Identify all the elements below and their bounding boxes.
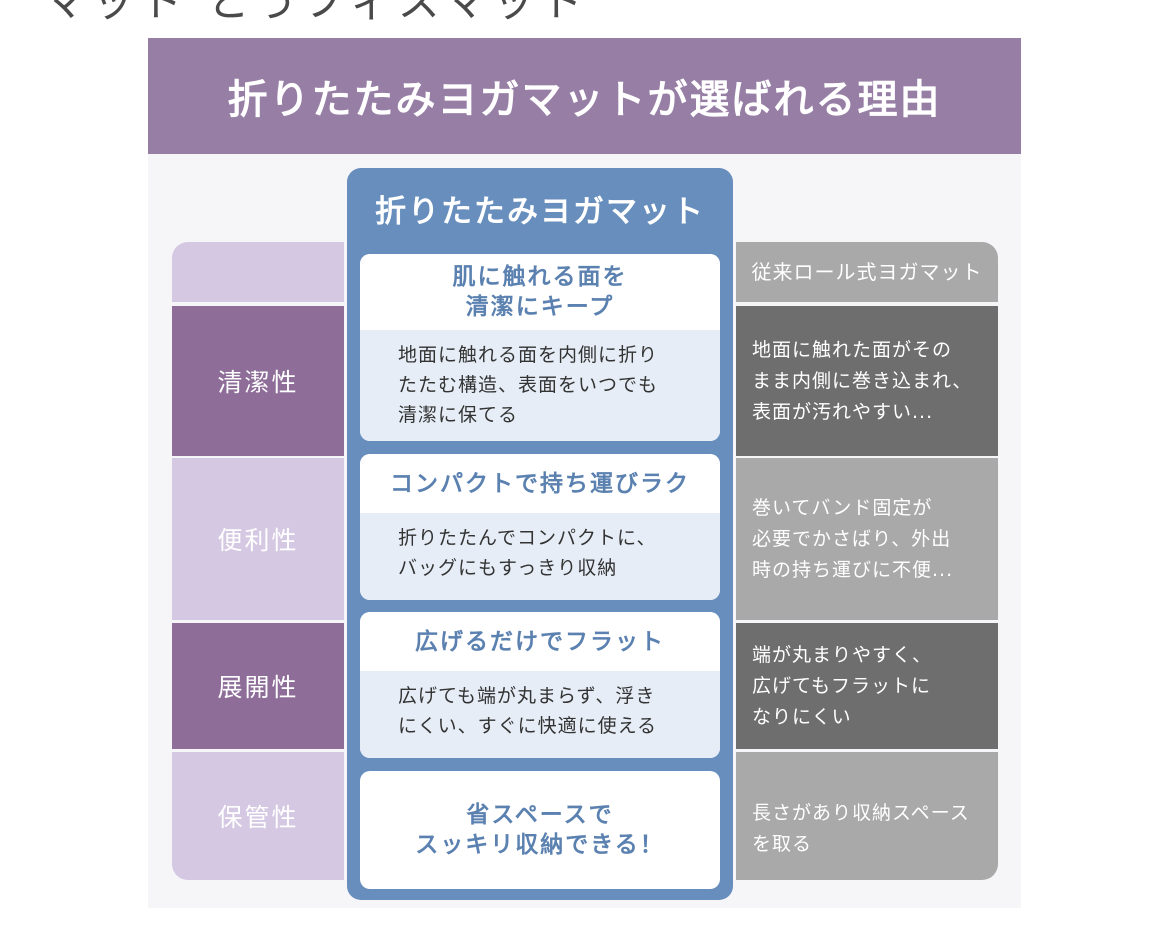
feature-title-line: スッキリ収納できる！ bbox=[415, 832, 665, 858]
feature-card-deployment: 広げるだけでフラット 広げても端が丸まらず、浮き にくい、すぐに快適に使える bbox=[360, 612, 720, 758]
comparison-header: 従来ロール式ヨガマット bbox=[736, 242, 998, 302]
comparison-cell-storage: 長さがあり収納スペース を取る bbox=[736, 752, 998, 880]
comparison-line: まま内側に巻き込まれ、 bbox=[752, 369, 973, 392]
comparison-line: 時の持ち運びに不便... bbox=[752, 558, 954, 581]
comparison-line: を取る bbox=[752, 833, 813, 855]
infographic: 折りたたみヨガマットが選ばれる理由 清潔性 便利性 展開性 保管性 従来ロール式… bbox=[148, 38, 1021, 908]
category-deployment: 展開性 bbox=[172, 623, 344, 749]
folding-mat-title: 折りたたみヨガマット bbox=[375, 194, 705, 230]
feature-card-title: 省スペースで スッキリ収納できる！ bbox=[360, 771, 720, 889]
feature-card-body: 地面に触れる面を内側に折り たたむ構造、表面をいつでも 清潔に保てる bbox=[360, 330, 720, 441]
feature-title-line: コンパクトで持ち運びラク bbox=[390, 470, 690, 497]
feature-card-title: コンパクトで持ち運びラク bbox=[360, 454, 720, 513]
feature-card-body: 折りたたんでコンパクトに、 バッグにもすっきり収納 bbox=[360, 513, 720, 600]
category-cleanliness: 清潔性 bbox=[172, 306, 344, 456]
comparison-line: 必要でかさばり、外出 bbox=[752, 527, 952, 550]
category-header-blank bbox=[172, 242, 344, 302]
comparison-line: なりにくい bbox=[752, 705, 852, 728]
comparison-cell-convenience: 巻いてバンド固定が 必要でかさばり、外出 時の持ち運びに不便... bbox=[736, 458, 998, 620]
comparison-line: 長さがあり収納スペース bbox=[752, 802, 970, 824]
comparison-line: 地面に触れた面がその bbox=[752, 338, 953, 361]
feature-card-storage: 省スペースで スッキリ収納できる！ bbox=[360, 771, 720, 889]
comparison-line: 広げてもフラットに bbox=[752, 674, 932, 697]
comparison-line: 端が丸まりやすく、 bbox=[752, 643, 933, 666]
feature-title-line: 肌に触れる面を bbox=[452, 264, 628, 290]
page-heading: マット とうフィスマット bbox=[44, 0, 589, 26]
feature-card-convenience: コンパクトで持ち運びラク 折りたたんでコンパクトに、 バッグにもすっきり収納 bbox=[360, 454, 720, 600]
feature-card-title: 広げるだけでフラット bbox=[360, 612, 720, 671]
feature-body-line: バッグにもすっきり収納 bbox=[398, 557, 618, 579]
feature-body-line: 地面に触れる面を内側に折り bbox=[398, 344, 659, 366]
comparison-cell-cleanliness: 地面に触れた面がその まま内側に巻き込まれ、 表面が汚れやすい... bbox=[736, 306, 998, 456]
feature-body-line: 折りたたんでコンパクトに、 bbox=[398, 527, 657, 549]
comparison-cell-deployment: 端が丸まりやすく、 広げてもフラットに なりにくい bbox=[736, 623, 998, 749]
feature-card-cleanliness: 肌に触れる面を 清潔にキープ 地面に触れる面を内側に折り たたむ構造、表面をいつ… bbox=[360, 254, 720, 441]
feature-card-body: 広げても端が丸まらず、浮き にくい、すぐに快適に使える bbox=[360, 671, 720, 758]
comparison-line: 表面が汚れやすい... bbox=[752, 400, 934, 423]
folding-mat-column: 折りたたみヨガマット 肌に触れる面を 清潔にキープ 地面に触れる面を内側に折り … bbox=[347, 168, 733, 900]
feature-title-line: 清潔にキープ bbox=[465, 294, 615, 320]
banner-title: 折りたたみヨガマットが選ばれる理由 bbox=[148, 38, 1021, 154]
comparison-line: 巻いてバンド固定が bbox=[752, 496, 933, 519]
feature-body-line: にくい、すぐに快適に使える bbox=[398, 715, 658, 737]
feature-body-line: 清潔に保てる bbox=[398, 404, 519, 426]
feature-body-line: 広げても端が丸まらず、浮き bbox=[398, 685, 656, 707]
feature-body-line: たたむ構造、表面をいつでも bbox=[398, 374, 659, 396]
feature-card-title: 肌に触れる面を 清潔にキープ bbox=[360, 254, 720, 330]
feature-title-line: 省スペースで bbox=[466, 802, 614, 828]
category-storage: 保管性 bbox=[172, 752, 344, 880]
feature-title-line: 広げるだけでフラット bbox=[415, 628, 665, 655]
category-convenience: 便利性 bbox=[172, 458, 344, 620]
